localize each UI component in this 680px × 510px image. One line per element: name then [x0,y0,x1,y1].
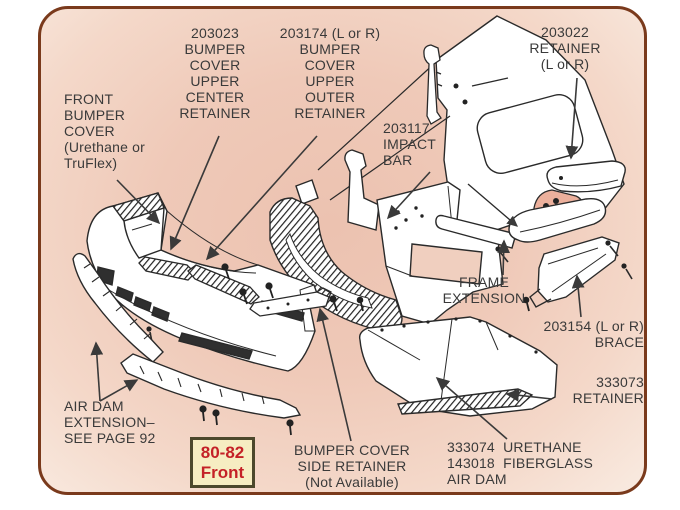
callout-retainer-333073: 333073 RETAINER [572,374,644,406]
leader-brace [571,274,585,318]
callout-frame-extension: FRAME EXTENSION [442,274,526,306]
air-dam-extension-curved-strip-drawing [72,252,164,363]
callout-upper-center-retainer: 203023 BUMPER COVER UPPER CENTER RETAINE… [179,25,251,121]
frame-extension-drawing [435,183,607,263]
bolt-icon [265,282,274,299]
bolt-icon [329,295,338,312]
bolt-icon [522,296,530,312]
callout-brace: 203154 (L or R) BRACE [543,318,644,350]
callout-leader-lines [90,77,585,442]
bolt-icon [356,296,364,312]
callout-front-bumper-cover: FRONT BUMPER COVER (Urethane or TruFlex) [64,91,145,171]
air-dam-extension-lower-strip-drawing [120,353,302,419]
leader-front-bumper-cover [116,179,161,225]
callout-air-dam: 333074 URETHANE 143018 FIBERGLASS AIR DA… [447,439,594,487]
callout-impact-bar: 203117 IMPACT BAR [383,120,437,168]
leader-air-dam-extension-2 [99,379,139,402]
bolt-icon [221,263,230,280]
bracket-post-drawing [423,44,442,125]
callout-upper-outer-retainer: 203174 (L or R) BUMPER COVER UPPER OUTER… [279,25,381,121]
bolt-icon [239,288,248,305]
callout-side-retainer: BUMPER COVER SIDE RETAINER (Not Availabl… [294,442,410,490]
model-year-badge: 80-82 Front [190,437,255,488]
badge-years: 80-82 [200,442,245,462]
bolt-icons [199,263,530,436]
grille-bar-drawing [269,179,403,333]
impact-bar-drawing [344,149,504,325]
air-dam-drawing [358,316,558,417]
callout-retainer-203022: 203022 RETAINER (L or R) [529,24,601,72]
leader-upper-center-retainer [169,135,220,251]
retainer-203022-drawing [546,160,626,193]
side-retainer-drawing [249,287,332,317]
callout-air-dam-extension: AIR DAM EXTENSION– SEE PAGE 92 [64,398,156,446]
leader-retainer-203022 [565,77,579,160]
leader-impact-bar [386,171,431,220]
bolt-icon [212,409,220,426]
leader-air-dam [435,376,508,440]
badge-position: Front [200,462,245,482]
leader-retainer-333073 [505,388,553,402]
bolt-icon [286,419,294,436]
leader-frame-extension [497,239,511,276]
brace-203154-drawing [529,236,633,308]
upper-center-retainer-drawing [138,256,196,281]
leader-air-dam-extension-1 [90,341,104,402]
leader-upper-outer-retainer [205,135,318,261]
bolt-icon [199,405,207,422]
leader-side-retainer [316,307,352,442]
